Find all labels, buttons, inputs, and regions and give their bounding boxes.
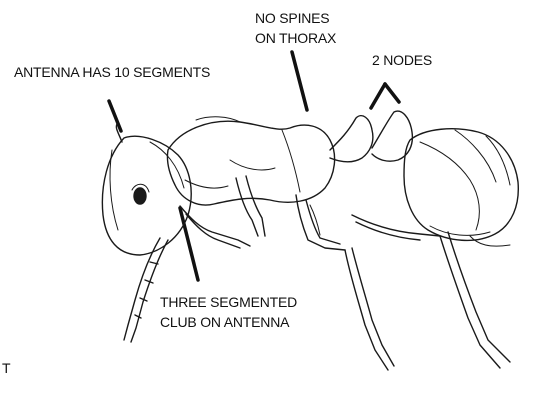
ant-head <box>102 136 191 255</box>
ant-legs <box>180 176 510 370</box>
leader-node-left <box>371 84 385 108</box>
antenna-segments-label: ANTENNA HAS 10 SEGMENTS <box>14 62 210 82</box>
no-spines-label: NO SPINES ON THORAX <box>255 8 336 48</box>
leader-club <box>180 208 198 280</box>
ant-gaster <box>404 129 518 241</box>
compound-eye <box>134 188 146 204</box>
leader-thorax <box>292 52 307 110</box>
leader-lines <box>109 52 399 280</box>
leader-node-right <box>385 84 399 102</box>
antenna-club-label: THREE SEGMENTED CLUB ON ANTENNA <box>160 292 297 332</box>
ant-nodes <box>330 111 412 162</box>
leader-antenna <box>109 101 121 131</box>
cropped-edge-text: T <box>2 358 10 378</box>
two-nodes-label: 2 NODES <box>372 50 432 70</box>
